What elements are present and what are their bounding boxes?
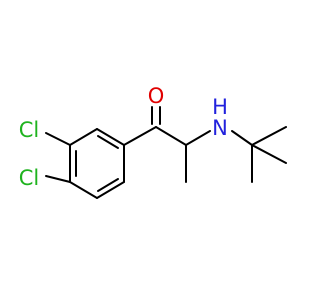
bond-chlorine-top bbox=[45, 132, 71, 146]
atom-chlorine-top: Cl bbox=[19, 118, 40, 142]
benzene-ring bbox=[69, 128, 125, 199]
bond-tbutyl-methyl-right bbox=[251, 144, 287, 164]
bond-ring-6 bbox=[69, 128, 98, 146]
bond-ring-4 bbox=[69, 181, 98, 199]
bond-tbutyl-methyl-top bbox=[251, 126, 287, 146]
bond-nitrogen-to-tbutyl bbox=[231, 130, 253, 146]
bond-ring-3 bbox=[96, 181, 125, 199]
bond-carbonyl-to-alpha bbox=[155, 126, 187, 146]
bond-chlorine-bottom bbox=[45, 175, 71, 183]
bond-ring-double-2 bbox=[97, 178, 119, 192]
bond-ring-to-carbonyl bbox=[123, 126, 157, 146]
atom-oxygen: O bbox=[148, 84, 165, 108]
bond-ring-1 bbox=[96, 128, 125, 146]
bond-alpha-to-nitrogen bbox=[185, 130, 211, 146]
atom-chlorine-bottom: Cl bbox=[19, 166, 40, 190]
bond-ring-double-1 bbox=[97, 135, 119, 149]
